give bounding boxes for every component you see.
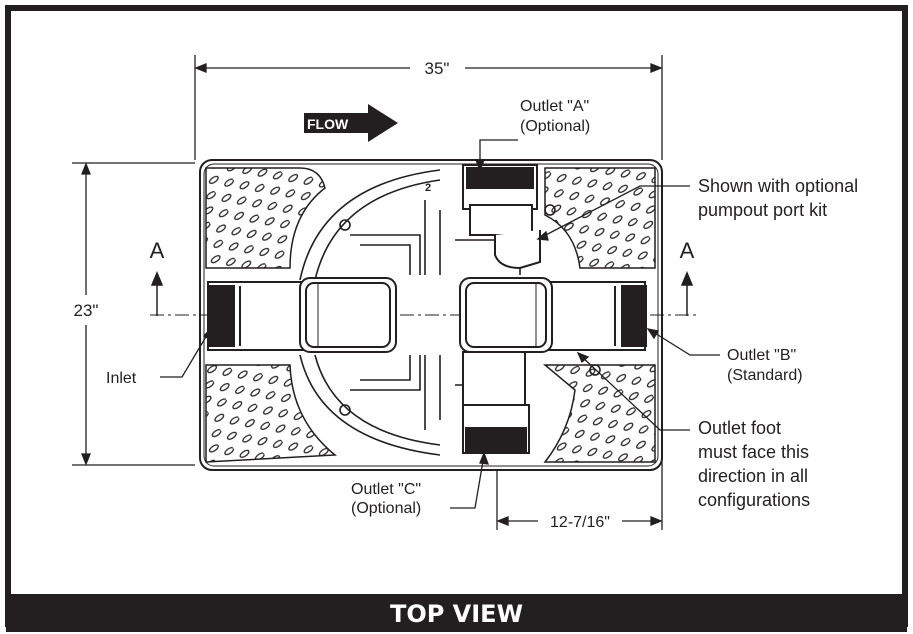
- pit-number: 2: [425, 182, 431, 194]
- inner-chamber: [299, 169, 601, 456]
- width-label: 35": [425, 59, 450, 78]
- offset-label: 12-7/16": [550, 514, 610, 531]
- outlet-c-note: (Optional): [351, 500, 421, 517]
- footer-title: TOP VIEW: [6, 594, 907, 632]
- outlet-foot-line4: configurations: [698, 490, 810, 510]
- height-label: 23": [74, 301, 99, 320]
- outlet-a-pipe: [462, 164, 541, 270]
- section-marker-left: [150, 271, 164, 316]
- inlet-pipe: [207, 277, 397, 353]
- outlet-a-label: Outlet "A": [520, 98, 589, 115]
- outlet-foot-line1: Outlet foot: [698, 418, 781, 438]
- outlet-c-pipe: [462, 351, 530, 454]
- width-dimension: [194, 55, 663, 160]
- pumpout-label-line2: pumpout port kit: [698, 200, 827, 220]
- outlet-b-label: Outlet "B": [727, 347, 796, 364]
- pumpout-label-line1: Shown with optional: [698, 176, 858, 196]
- section-marker-right: [680, 271, 694, 316]
- section-label-left: A: [150, 238, 165, 263]
- callout-leaders: [160, 139, 720, 509]
- outlet-b-pipe: [459, 277, 647, 353]
- flow-label: FLOW: [307, 116, 349, 132]
- outlet-foot-line2: must face this: [698, 442, 809, 462]
- flow-arrow: [304, 104, 398, 142]
- outlet-foot-line3: direction in all: [698, 466, 808, 486]
- section-label-right: A: [680, 238, 695, 263]
- inlet-label: Inlet: [106, 370, 137, 387]
- outlet-b-note: (Standard): [727, 367, 803, 384]
- height-dimension: [72, 162, 195, 466]
- outlet-a-note: (Optional): [520, 118, 590, 135]
- outlet-c-label: Outlet "C": [351, 481, 421, 498]
